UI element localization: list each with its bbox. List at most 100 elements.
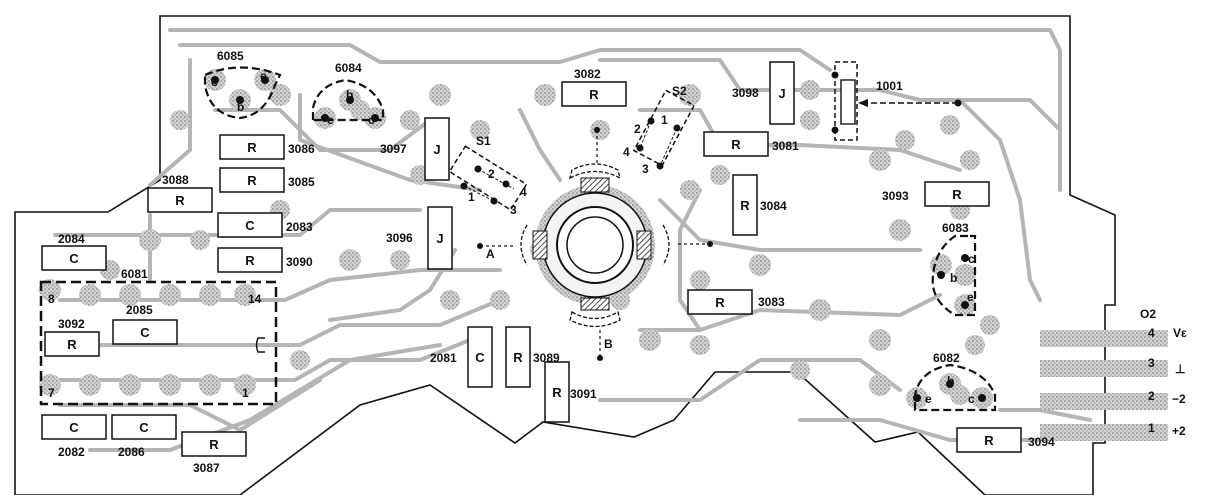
ic-6081 (39, 280, 278, 406)
svg-text:R: R (245, 253, 255, 268)
svg-text:R: R (247, 140, 257, 155)
svg-text:−2: −2 (1172, 392, 1186, 406)
component-bodies (41, 61, 1022, 457)
svg-text:2082: 2082 (58, 445, 85, 459)
svg-text:e: e (260, 69, 267, 83)
svg-text:7: 7 (48, 386, 55, 400)
svg-text:c: c (211, 75, 218, 89)
svg-text:3085: 3085 (288, 175, 315, 189)
connector-o2: O2 4 3 2 1 Vε ⊥ −2 +2 (1140, 307, 1187, 438)
switch-s2 (632, 89, 696, 170)
svg-text:3083: 3083 (758, 295, 785, 309)
svg-text:3096: 3096 (386, 231, 413, 245)
svg-text:1001: 1001 (876, 79, 903, 93)
svg-text:2085: 2085 (126, 303, 153, 317)
svg-text:C: C (69, 251, 79, 266)
svg-text:4: 4 (520, 185, 527, 199)
svg-text:3: 3 (642, 162, 649, 176)
svg-text:4: 4 (623, 145, 630, 159)
svg-text:B: B (604, 337, 613, 351)
svg-text:1: 1 (661, 113, 668, 127)
switch-s1 (448, 145, 528, 211)
misc-labels: 6085 6084 6083 6082 6081 8 14 7 1 S1 2 4… (48, 49, 969, 400)
svg-text:2086: 2086 (118, 445, 145, 459)
svg-text:C: C (139, 420, 149, 435)
svg-text:3097: 3097 (380, 142, 407, 156)
svg-text:3093: 3093 (882, 189, 909, 203)
svg-text:R: R (247, 173, 257, 188)
svg-text:3090: 3090 (286, 255, 313, 269)
svg-text:6081: 6081 (121, 267, 148, 281)
svg-text:e: e (967, 290, 974, 304)
svg-text:c: c (368, 113, 375, 127)
svg-text:3086: 3086 (288, 142, 315, 156)
svg-text:6082: 6082 (933, 351, 960, 365)
component-refs: 3082 3098 3097 3096 3081 3084 3093 3083 … (58, 67, 1055, 475)
svg-text:2: 2 (634, 122, 641, 136)
svg-text:8: 8 (48, 292, 55, 306)
svg-text:Vε: Vε (1173, 326, 1187, 340)
svg-text:R: R (552, 385, 562, 400)
copper-traces (53, 28, 1092, 452)
svg-text:R: R (952, 187, 962, 202)
svg-text:R: R (740, 198, 750, 213)
svg-text:1: 1 (242, 386, 249, 400)
svg-text:C: C (69, 420, 79, 435)
svg-text:3098: 3098 (732, 86, 759, 100)
svg-text:c: c (968, 392, 975, 406)
svg-text:R: R (209, 437, 219, 452)
svg-text:S2: S2 (672, 84, 687, 98)
svg-text:6083: 6083 (942, 221, 969, 235)
svg-text:3094: 3094 (1028, 435, 1055, 449)
svg-text:R: R (513, 350, 523, 365)
svg-text:3: 3 (1148, 356, 1155, 370)
svg-text:R: R (984, 433, 994, 448)
svg-text:C: C (245, 218, 255, 233)
svg-text:C: C (475, 350, 485, 365)
svg-text:1: 1 (468, 190, 475, 204)
svg-text:c: c (968, 252, 975, 266)
svg-text:⊥: ⊥ (1175, 362, 1185, 376)
svg-text:3089: 3089 (533, 351, 560, 365)
svg-text:3091: 3091 (570, 387, 597, 401)
svg-text:2: 2 (488, 167, 495, 181)
svg-text:6084: 6084 (335, 61, 362, 75)
svg-text:3082: 3082 (574, 67, 601, 81)
svg-text:C: C (140, 325, 150, 340)
svg-text:R: R (715, 295, 725, 310)
svg-text:1: 1 (1148, 421, 1155, 435)
svg-text:3087: 3087 (193, 461, 220, 475)
svg-text:2083: 2083 (286, 220, 313, 234)
transistor-pin-labels: c b e e b c c b e e b c (211, 69, 975, 406)
svg-text:J: J (778, 86, 785, 101)
transistors (203, 66, 997, 412)
svg-text:R: R (589, 87, 599, 102)
svg-text:A: A (486, 247, 495, 261)
svg-text:R: R (175, 193, 185, 208)
svg-text:b: b (346, 88, 353, 102)
svg-text:b: b (237, 100, 244, 114)
rotary-element (477, 127, 713, 361)
svg-text:J: J (436, 231, 443, 246)
svg-text:3092: 3092 (58, 317, 85, 331)
potentiometer-1001 (831, 61, 962, 141)
svg-text:2084: 2084 (58, 232, 85, 246)
board-outline (14, 15, 1116, 495)
svg-text:3: 3 (510, 203, 517, 217)
svg-text:6085: 6085 (217, 49, 244, 63)
svg-text:b: b (947, 374, 954, 388)
svg-text:J: J (433, 142, 440, 157)
svg-text:3088: 3088 (162, 173, 189, 187)
component-letters: R J J J R R R R R R R C R C C R C R R C … (67, 86, 994, 452)
svg-text:3084: 3084 (760, 199, 787, 213)
svg-text:4: 4 (1148, 326, 1155, 340)
svg-text:e: e (327, 113, 334, 127)
svg-text:O2: O2 (1140, 307, 1156, 321)
svg-text:3081: 3081 (772, 139, 799, 153)
svg-text:2: 2 (1148, 389, 1155, 403)
svg-text:S1: S1 (476, 134, 491, 148)
svg-text:b: b (950, 271, 957, 285)
svg-text:14: 14 (248, 292, 262, 306)
svg-text:R: R (731, 137, 741, 152)
